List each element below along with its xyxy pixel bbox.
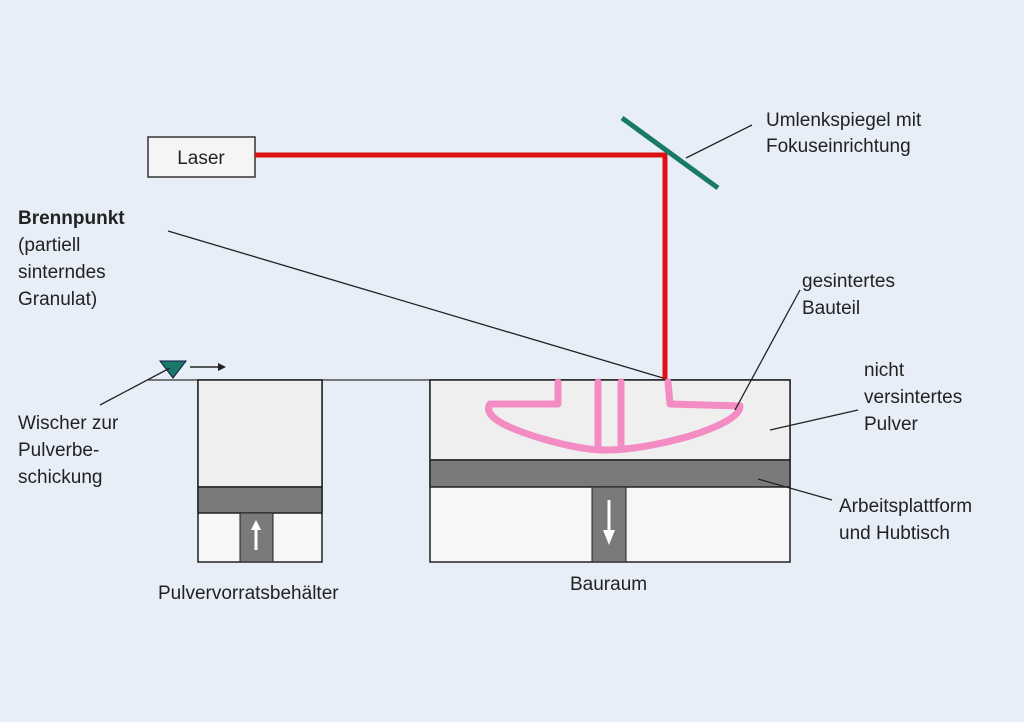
supply-label: Pulvervorratsbehälter [158, 583, 339, 604]
mirror [620, 115, 720, 191]
platform-label-2: und Hubtisch [839, 523, 950, 544]
mirror-label-2: Fokuseinrichtung [766, 136, 911, 157]
build-label: Bauraum [570, 574, 647, 595]
sintered-part [485, 378, 744, 454]
laser-box [147, 136, 256, 178]
wiper-label-2: Pulverbe- [18, 440, 99, 461]
wiper-label-3: schickung [18, 467, 103, 488]
unsintered-label-2: versintertes [864, 387, 962, 408]
platform-label-1: Arbeitsplattform [839, 496, 972, 517]
unsintered-label-3: Pulver [864, 414, 919, 435]
supply-powder [197, 379, 323, 488]
supply-platform [197, 486, 323, 514]
laser-label: Laser [177, 148, 225, 169]
sintered-label-1: gesintertes [802, 271, 895, 292]
sintered-label-2: Bauteil [802, 298, 860, 319]
unsintered-label-1: nicht [864, 360, 905, 381]
supply-container [197, 379, 323, 563]
focus-title: Brennpunkt [18, 208, 125, 229]
laser-beam [255, 152, 668, 380]
wiper-label-1: Wischer zur [18, 413, 119, 434]
leader-lines [99, 124, 859, 501]
focus-label-3: Granulat) [18, 289, 97, 310]
focus-label-2: sinterndes [18, 262, 106, 283]
focus-label-1: (partiell [18, 235, 80, 256]
mirror-label-1: Umlenkspiegel mit [766, 110, 922, 131]
build-platform [429, 459, 791, 488]
